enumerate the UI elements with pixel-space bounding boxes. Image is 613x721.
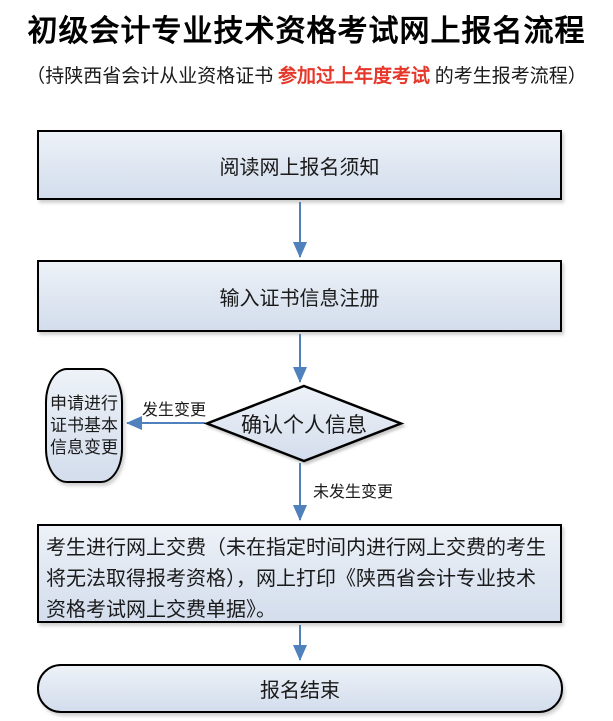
page-subtitle: （持陕西省会计从业资格证书 参加过上年度考试 的考生报考流程） <box>0 61 613 88</box>
page-title: 初级会计专业技术资格考试网上报名流程 <box>27 15 586 48</box>
subtitle-prefix: （持陕西省会计从业资格证书 <box>26 66 278 87</box>
node-pay: 考生进行网上交费（未在指定时间内进行网上交费的考生将无法取得报考资格），网上打印… <box>37 524 562 623</box>
subtitle-suffix: 的考生报考流程） <box>430 66 587 87</box>
node-change-request: 申请进行证书基本信息变更 <box>45 368 123 483</box>
subtitle-highlight: 参加过上年度考试 <box>277 66 430 87</box>
edge-label-changed: 发生变更 <box>141 402 206 419</box>
decision-confirm-label: 确认个人信息 <box>241 412 367 437</box>
node-register: 输入证书信息注册 <box>37 260 562 332</box>
edge-label-unchanged: 未发生变更 <box>313 484 394 501</box>
node-end: 报名结束 <box>37 664 563 713</box>
node-read-notice: 阅读网上报名须知 <box>37 130 562 200</box>
